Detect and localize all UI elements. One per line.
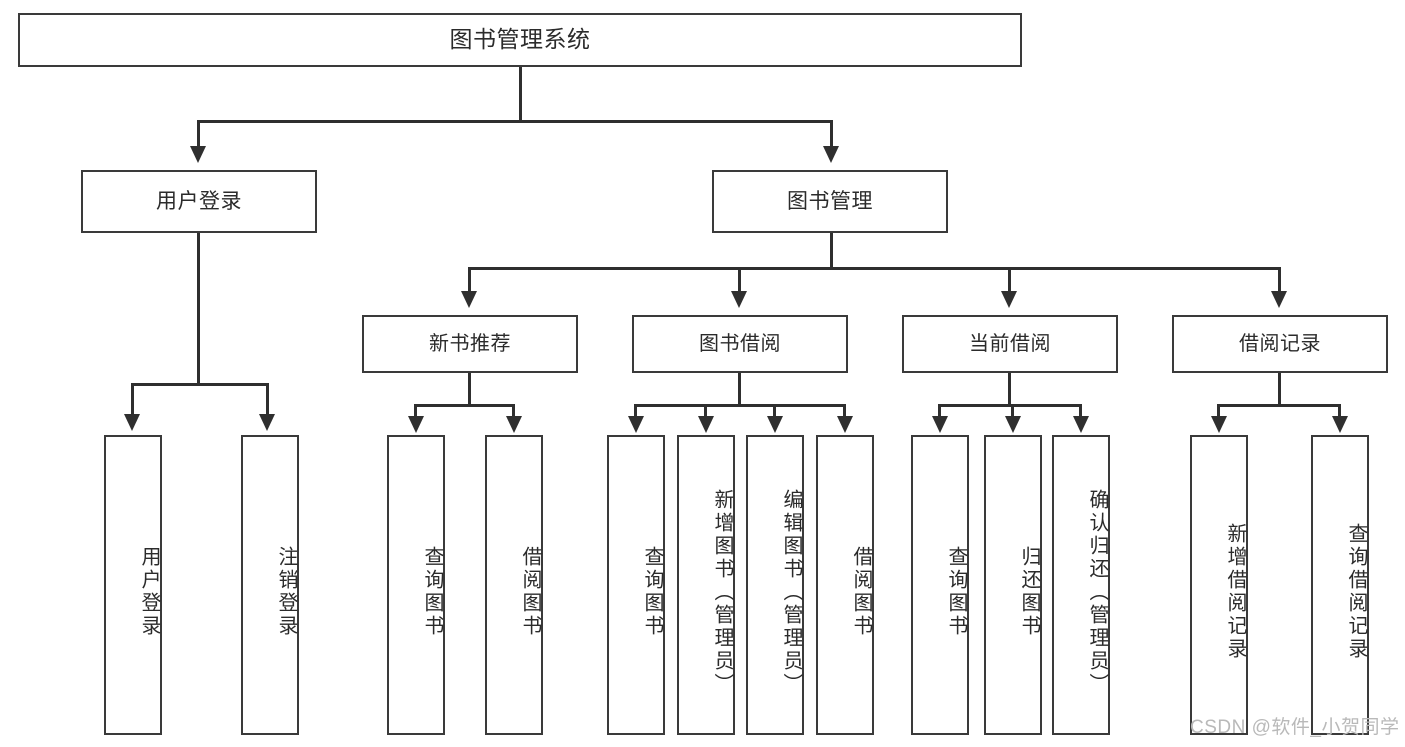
node-label: 编辑图书（管理员）	[780, 488, 802, 696]
node-label: 用户登录	[138, 546, 160, 638]
edge-recommend-drop-1	[414, 404, 417, 418]
arrowhead-leaf-query-book-2	[628, 416, 644, 433]
edge-borrow-drop-1	[634, 404, 637, 418]
edge-record-stem	[1278, 373, 1281, 406]
arrowhead-new-book-recommend	[461, 291, 477, 308]
leaf-user-login[interactable]: 用户登录	[104, 435, 162, 735]
node-label: 查询图书	[641, 546, 663, 638]
edge-current-drop-2	[1011, 404, 1014, 418]
arrowhead-book-borrow	[731, 291, 747, 308]
node-borrow-record[interactable]: 借阅记录	[1172, 315, 1388, 373]
edge-borrow-stem	[738, 373, 741, 406]
node-label: 归还图书	[1018, 546, 1040, 638]
leaf-confirm-return-admin[interactable]: 确认归还（管理员）	[1052, 435, 1110, 735]
edge-borrow-drop-2	[704, 404, 707, 418]
arrowhead-leaf-query-book-1	[408, 416, 424, 433]
leaf-borrow-book-recommend[interactable]: 借阅图书	[485, 435, 543, 735]
edge-user-login-drop-1	[131, 383, 134, 416]
node-label: 借阅记录	[1239, 332, 1321, 355]
node-label: 新书推荐	[429, 332, 511, 355]
leaf-add-borrow-record[interactable]: 新增借阅记录	[1190, 435, 1248, 735]
arrowhead-current-borrow	[1001, 291, 1017, 308]
node-new-book-recommend[interactable]: 新书推荐	[362, 315, 578, 373]
csdn-watermark: CSDN @软件_小贺同学	[1190, 717, 1400, 738]
edge-root-stem	[519, 67, 522, 121]
arrowhead-book-management	[823, 146, 839, 163]
node-label: 确认归还（管理员）	[1086, 488, 1108, 696]
leaf-edit-book-admin[interactable]: 编辑图书（管理员）	[746, 435, 804, 735]
edge-recommend-stem	[468, 373, 471, 406]
leaf-query-book-borrow[interactable]: 查询图书	[607, 435, 665, 735]
leaf-add-book-admin[interactable]: 新增图书（管理员）	[677, 435, 735, 735]
edge-book-management-stem	[830, 233, 833, 269]
arrowhead-leaf-query-record	[1332, 416, 1348, 433]
arrowhead-borrow-record	[1271, 291, 1287, 308]
node-root-book-management-system[interactable]: 图书管理系统	[18, 13, 1022, 67]
edge-level2-bus	[197, 120, 832, 123]
leaf-return-book[interactable]: 归还图书	[984, 435, 1042, 735]
arrowhead-leaf-logout	[259, 414, 275, 431]
node-label: 用户登录	[156, 189, 242, 213]
edge-level3-drop-4	[1278, 267, 1281, 293]
node-label: 图书管理系统	[449, 26, 591, 53]
leaf-logout[interactable]: 注销登录	[241, 435, 299, 735]
edge-level2-drop-right	[830, 120, 833, 148]
edge-recommend-drop-2	[512, 404, 515, 418]
node-current-borrow[interactable]: 当前借阅	[902, 315, 1118, 373]
leaf-query-book-recommend[interactable]: 查询图书	[387, 435, 445, 735]
node-label: 查询图书	[945, 546, 967, 638]
edge-current-drop-3	[1079, 404, 1082, 418]
arrowhead-user-login	[190, 146, 206, 163]
arrowhead-leaf-return-book	[1005, 416, 1021, 433]
edge-user-login-bus	[131, 383, 268, 386]
arrowhead-leaf-add-book	[698, 416, 714, 433]
node-label: 借阅图书	[850, 546, 872, 638]
edge-level3-drop-2	[738, 267, 741, 293]
edge-record-bus	[1217, 404, 1341, 407]
leaf-query-book-current[interactable]: 查询图书	[911, 435, 969, 735]
arrowhead-leaf-edit-book	[767, 416, 783, 433]
node-label: 当前借阅	[969, 332, 1051, 355]
edge-user-login-stem	[197, 233, 200, 385]
edge-level3-bus	[468, 267, 1280, 270]
edge-level3-drop-1	[468, 267, 471, 293]
edge-record-drop-1	[1217, 404, 1220, 418]
node-label: 借阅图书	[519, 546, 541, 638]
arrowhead-leaf-borrow-book-1	[506, 416, 522, 433]
node-label: 图书借阅	[699, 332, 781, 355]
node-label: 新增借阅记录	[1224, 523, 1246, 661]
arrowhead-leaf-query-book-3	[932, 416, 948, 433]
node-user-login[interactable]: 用户登录	[81, 170, 317, 233]
leaf-borrow-book[interactable]: 借阅图书	[816, 435, 874, 735]
node-book-management[interactable]: 图书管理	[712, 170, 948, 233]
edge-borrow-drop-4	[843, 404, 846, 418]
edge-borrow-bus	[634, 404, 846, 407]
arrowhead-leaf-user-login	[124, 414, 140, 431]
arrowhead-leaf-add-record	[1211, 416, 1227, 433]
leaf-query-borrow-record[interactable]: 查询借阅记录	[1311, 435, 1369, 735]
arrowhead-leaf-borrow-book-2	[837, 416, 853, 433]
node-label: 新增图书（管理员）	[711, 488, 733, 696]
node-label: 图书管理	[787, 189, 873, 213]
edge-record-drop-2	[1338, 404, 1341, 418]
edge-level3-drop-3	[1008, 267, 1011, 293]
node-label: 查询借阅记录	[1345, 523, 1367, 661]
edge-recommend-bus	[414, 404, 514, 407]
edge-user-login-drop-2	[266, 383, 269, 416]
node-label: 注销登录	[275, 546, 297, 638]
edge-current-drop-1	[938, 404, 941, 418]
edge-borrow-drop-3	[773, 404, 776, 418]
edge-level2-drop-left	[197, 120, 200, 148]
arrowhead-leaf-confirm-return	[1073, 416, 1089, 433]
node-label: 查询图书	[421, 546, 443, 638]
edge-current-stem	[1008, 373, 1011, 406]
edge-current-bus	[938, 404, 1081, 407]
node-book-borrow[interactable]: 图书借阅	[632, 315, 848, 373]
